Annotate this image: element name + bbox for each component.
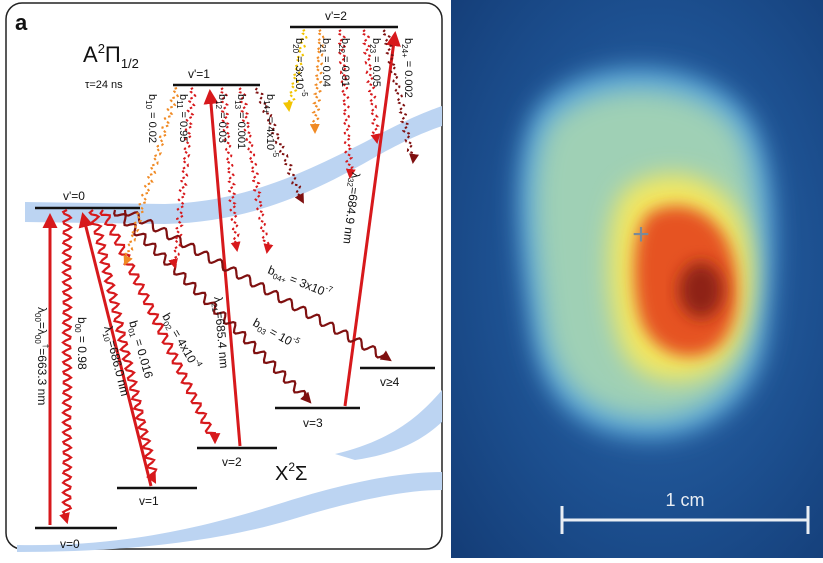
ground-potential-band xyxy=(17,472,442,552)
ground-potential-band-upper xyxy=(335,390,442,460)
decay-b24-plus xyxy=(381,29,419,164)
level-v-prime-1-label: v'=1 xyxy=(188,67,210,81)
excited-state-label: A2Π1/2 xyxy=(83,41,139,71)
level-v2-label: v=2 xyxy=(222,455,242,469)
decay-b14-plus xyxy=(254,87,304,204)
cloud-peak xyxy=(679,262,723,318)
decay-b00 xyxy=(59,209,73,525)
fluorescence-image-panel: + 1 cm xyxy=(451,0,823,558)
br-label-b20: b20 = 3x10-5 xyxy=(291,38,309,97)
level-v3-label: v=3 xyxy=(303,416,323,430)
decay-paths xyxy=(59,29,419,525)
level-v0-label: v=0 xyxy=(60,537,80,551)
decay-b04-plus xyxy=(123,209,392,362)
laser-arrow-lambda21 xyxy=(203,89,242,447)
scale-bar-label: 1 cm xyxy=(665,490,704,510)
decay-b12 xyxy=(219,87,241,252)
decay-b11 xyxy=(168,87,197,269)
decay-b21 xyxy=(309,29,325,134)
panel-frame xyxy=(5,2,443,550)
decay-b22 xyxy=(337,29,356,179)
laser-label-lambda21: λ21=685.4 nm xyxy=(209,296,231,369)
panel-label: a xyxy=(15,10,28,35)
level-diagram-panel: a A2Π1/2 τ=24 ns X2Σ v'=0 v'=1 v'=2 v=0 … xyxy=(5,2,445,552)
excited-potential-band xyxy=(25,106,442,224)
decay-b20 xyxy=(283,29,308,112)
center-marker: + xyxy=(632,218,650,251)
level-v1-label: v=1 xyxy=(139,494,159,508)
laser-label-lambda00: λ00=λ00†=663.3 nm xyxy=(33,307,50,405)
decay-b03 xyxy=(113,209,312,404)
ground-state-label: X2Σ xyxy=(275,460,307,485)
laser-label-lambda32: λ32=684.9 nm xyxy=(338,171,363,244)
level-v4-plus-label: v≥4 xyxy=(380,375,400,389)
level-diagram: a A2Π1/2 τ=24 ns X2Σ v'=0 v'=1 v'=2 v=0 … xyxy=(5,2,443,552)
decay-b10 xyxy=(123,87,180,266)
laser-arrow-lambda32 xyxy=(343,31,401,407)
decay-b02 xyxy=(99,209,221,445)
level-v-prime-2-label: v'=2 xyxy=(325,9,347,23)
level-v-prime-0-label: v'=0 xyxy=(63,189,85,203)
lifetime-label: τ=24 ns xyxy=(85,79,123,91)
decay-b01 xyxy=(88,209,158,484)
fluorescence-image: + 1 cm xyxy=(451,0,823,558)
laser-arrow-lambda10 xyxy=(78,212,153,487)
decay-b13 xyxy=(237,87,274,254)
